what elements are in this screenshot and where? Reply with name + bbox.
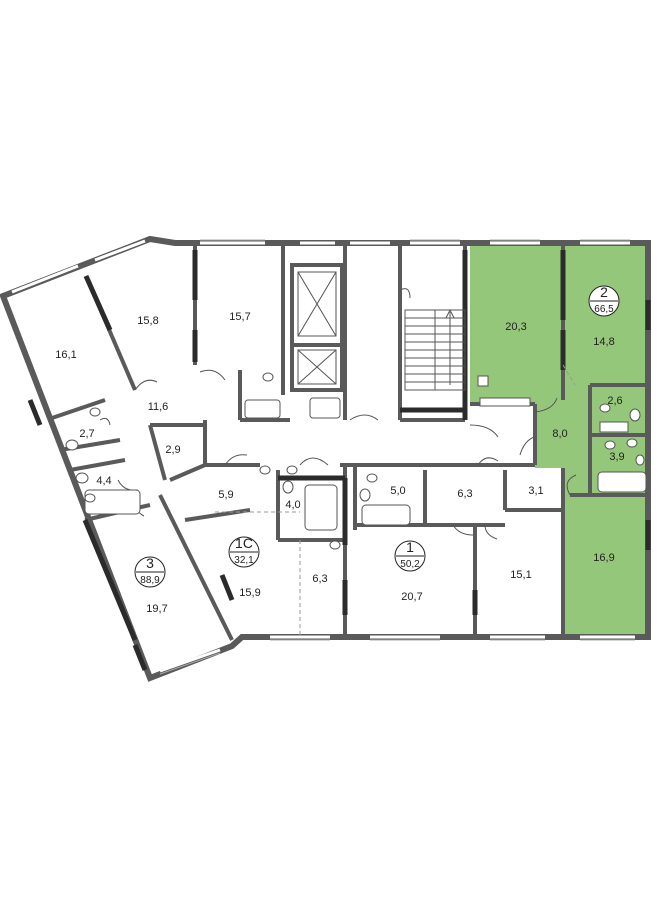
dark-window-marks: [27, 300, 651, 671]
room-area-label: 4,0: [285, 499, 300, 511]
apartment-number: 3: [146, 555, 154, 571]
apartment-area: 32,1: [234, 555, 254, 566]
dashed-partitions: [215, 364, 576, 637]
doors: [99, 288, 577, 540]
apartment-2-fill: [470, 243, 648, 637]
room-area-label: 6,3: [312, 573, 327, 585]
apartment-badge-1c[interactable]: 1С 32,1: [228, 535, 260, 568]
room-area-label: 3,1: [528, 485, 543, 497]
room-area-label: 11,6: [148, 401, 169, 413]
room-area-label: 2,9: [165, 444, 180, 456]
apartment-area: 88,9: [140, 575, 160, 586]
apartment-area: 66,5: [594, 304, 614, 315]
room-area-label: 8,0: [552, 428, 567, 440]
apartment-number: 1: [406, 539, 414, 555]
staircase: [404, 308, 466, 391]
lifts: [297, 271, 337, 385]
room-area-label: 20,7: [401, 591, 422, 603]
bath-fixtures: [65, 372, 647, 550]
room-area-label: 4,4: [96, 475, 111, 487]
exterior-walls: [0, 235, 651, 682]
room-area-label: 15,9: [239, 587, 260, 599]
room-area-label: 2,6: [607, 395, 622, 407]
windows: [11, 239, 635, 673]
room-area-label: 3,9: [609, 451, 624, 463]
room-area-label: 2,7: [79, 428, 94, 440]
apartment-badge-3[interactable]: 3 88,9: [134, 555, 166, 588]
room-labels: 16,1 15,8 15,7 11,6 2,7 4,4 2,9 19,7 5,9…: [55, 311, 624, 615]
apartment-badge-2[interactable]: 2 66,5: [588, 284, 620, 317]
apartment-area: 50,2: [400, 559, 420, 570]
apartment-2-highlight[interactable]: [470, 243, 648, 637]
room-area-label: 6,3: [457, 488, 472, 500]
apartment-number: 2: [600, 284, 608, 300]
room-area-label: 15,8: [137, 315, 158, 327]
room-area-label: 16,9: [593, 552, 614, 564]
room-area-label: 16,1: [55, 349, 76, 361]
window-panes: [159, 239, 635, 675]
room-area-label: 20,3: [505, 321, 526, 333]
room-area-label: 5,9: [218, 489, 233, 501]
apartment-badge-1[interactable]: 1 50,2: [394, 539, 426, 572]
room-area-label: 15,7: [229, 311, 250, 323]
apartment-number: 1С: [235, 535, 253, 551]
room-area-label: 14,8: [593, 336, 614, 348]
room-area-label: 5,0: [390, 485, 405, 497]
room-area-label: 15,1: [510, 569, 531, 581]
room-area-label: 19,7: [146, 603, 167, 615]
